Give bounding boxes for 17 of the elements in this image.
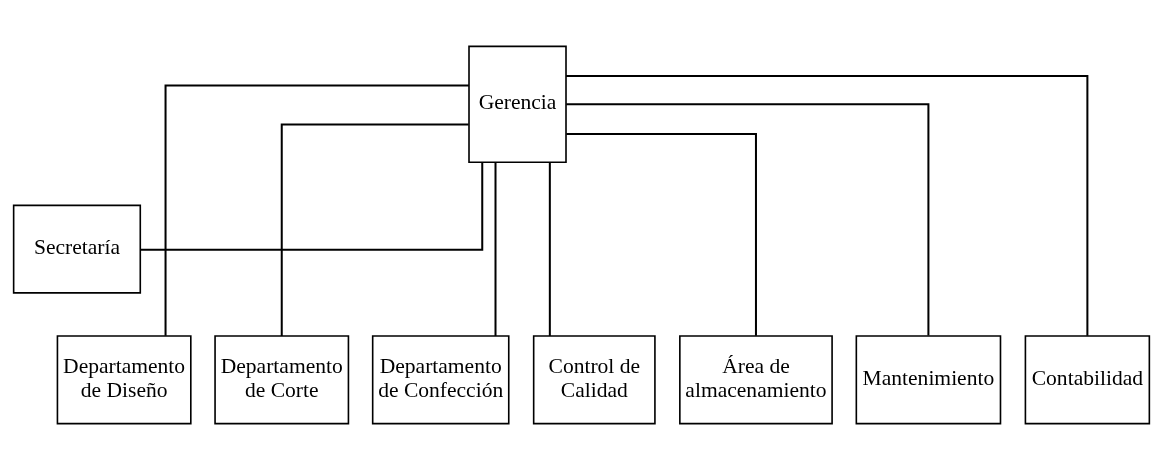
node-box: Secretaría: [12, 204, 142, 294]
node-box: Control de Calidad: [532, 334, 656, 424]
connector: [566, 102, 930, 336]
node-box: Departamento de Corte: [214, 334, 350, 424]
connector: [280, 123, 469, 336]
node-box: Departamento de Diseño: [56, 334, 192, 424]
connector: [548, 162, 551, 336]
node-box: Departamento de Confección: [371, 334, 510, 424]
connector: [566, 74, 1089, 336]
connector: [566, 132, 757, 336]
node-box: Mantenimiento: [855, 334, 1002, 424]
connector: [494, 162, 497, 336]
node-box: Área de almacenamiento: [679, 334, 833, 424]
connector: [164, 83, 469, 336]
node-box: Gerencia: [468, 45, 567, 163]
connector: [140, 162, 484, 251]
node-box: Contabilidad: [1024, 334, 1151, 424]
